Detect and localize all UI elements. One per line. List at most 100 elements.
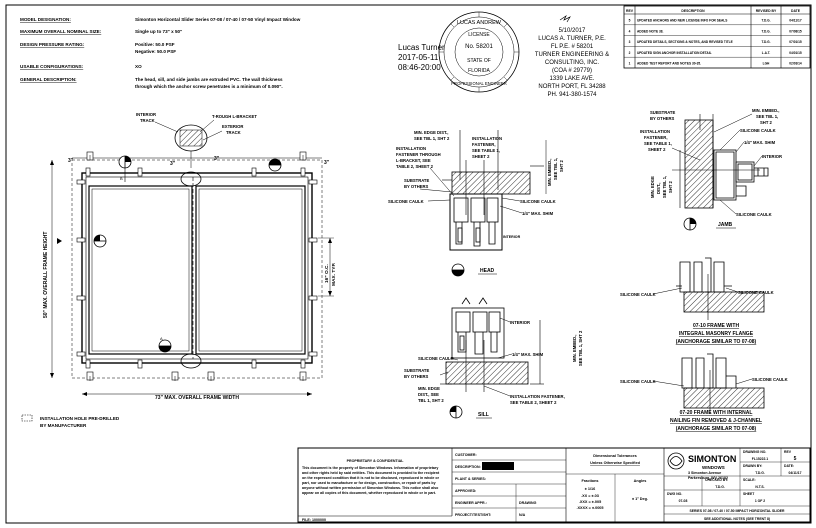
- seal-top-text: LUCAS ANDREW: [457, 20, 502, 26]
- field-plant-label: PLANT & SERIES:: [455, 477, 486, 481]
- sash-left: [88, 185, 193, 355]
- head-substrate: [451, 171, 531, 195]
- simonton-logo-icon: [667, 452, 685, 470]
- rev-row-3-rev: 3: [629, 40, 631, 44]
- digital-sign-time: 08:46-20:00: [398, 63, 441, 72]
- drawing-no-label: DRAWING NO.: [743, 450, 766, 454]
- rev-row-1-date: 02/03/14: [789, 62, 802, 66]
- sheet-title: SERIES 07-08 / 07-40 / 07-50 IMPACT HORI…: [690, 509, 786, 513]
- sill-detail: SILL INTERIOR SILICONE CAULK 1/4" MAX. S…: [404, 297, 583, 419]
- notice-line-6: appear on all copies of this document, w…: [302, 491, 436, 495]
- jamb-silicone-1: SILICONE CAULK: [740, 128, 776, 133]
- head-embed-1: MIN. EMBED.,: [547, 159, 552, 186]
- field-customer-label: CUSTOMER:: [455, 453, 477, 457]
- head-substrate-1: SUBSTRATE: [404, 178, 429, 183]
- head-install-thru-2: FASTENER THROUGH: [396, 152, 441, 157]
- section-marker-b: B: [118, 155, 132, 182]
- jamb-embed-3: SHT 2: [760, 120, 773, 125]
- notice-title: PROPRIETARY & CONFIDENTIAL: [347, 459, 405, 463]
- right-3in-dim: 3": [324, 160, 330, 166]
- rev-header-description: DESCRIPTION: [681, 9, 705, 13]
- sill-embed-2: SEE TBL 1, SHT 2: [578, 330, 583, 366]
- center-3in-dim-b: 3": [214, 156, 220, 162]
- rev-row-2-by: L.A.T.: [762, 51, 771, 55]
- brand-name: SIMONTON: [688, 454, 736, 464]
- configurations-value: XO: [135, 64, 142, 69]
- flange-b-title-2: NAILING FIN REMOVED & J-CHANNEL: [670, 418, 762, 424]
- configurations-label: USABLE CONFIGURATIONS:: [20, 64, 84, 69]
- rev-row-4-by: T.D.G.: [761, 29, 770, 33]
- head-substrate-2: BY OTHERS: [404, 184, 429, 189]
- sill-substrate-1: SUBSTRATE: [404, 368, 429, 373]
- rev-row-2-description: UPDATED SIGN ANCHOR INSTALLATION DETAIL: [637, 51, 712, 55]
- section-marker-right: [268, 158, 282, 172]
- rev-row-5-rev: 5: [629, 19, 631, 23]
- oc-spacing-label-1: 16" O.C.: [324, 264, 330, 283]
- engineer-street: 1339 LAKE AVE.: [550, 76, 595, 82]
- notice-line-4: part, nor used to manufacture or for des…: [302, 481, 436, 485]
- jamb-install-3: SEE TABLE 1,: [644, 141, 672, 146]
- rev-row-1-rev: 1: [629, 62, 631, 66]
- sill-substrate-2: BY OTHERS: [404, 374, 429, 379]
- positive-pressure-value: Positive: 50.0 PSF: [135, 42, 175, 47]
- field-project-label: PROJECT/TEST/SHT:: [455, 513, 491, 517]
- sill-embed-1: MIN. EMBED.,: [572, 335, 577, 362]
- jamb-edge-2: DIST.,: [656, 183, 661, 194]
- checked-by-label: CHECKED BY:: [705, 478, 728, 482]
- jamb-silicone-2: SILICONE CAULK: [736, 212, 772, 217]
- max-size-value: Single up to 73" x 50": [135, 29, 182, 34]
- rev-row-5-date: 04/11/17: [789, 19, 801, 23]
- sill-edge-2: DIST., SEE: [418, 392, 439, 397]
- scale-label: SCALE:: [743, 478, 756, 482]
- signature-date: 5/10/2017: [559, 28, 586, 34]
- head-embed-2: SEE TBL 1,: [553, 158, 558, 180]
- head-detail: HEAD MIN. EDGE DIST., SEE TBL 1, SHT 2 I…: [388, 130, 564, 277]
- engineer-company2: CONSULTING, INC.: [545, 60, 600, 66]
- exterior-track-label-1: EXTERIOR: [222, 124, 243, 129]
- tolerance-xx: .XX = ±.03: [581, 494, 599, 498]
- legend-line-1: INSTALLATION HOLE PRE-DRILLED: [40, 416, 120, 421]
- jamb-install-2: FASTENER,: [644, 135, 668, 140]
- checked-by-value: T.D.G.: [715, 485, 725, 489]
- rev-value: 5: [794, 456, 797, 462]
- rev-row-1-by: LGH: [763, 62, 770, 66]
- head-install-thru-4: TABLE 2, SHEET 2: [396, 164, 434, 169]
- seal-bottom-text: PROFESSIONAL ENGINEER: [451, 81, 506, 86]
- rev-row-5-by: T.D.G.: [761, 19, 770, 23]
- legend-line-2: BY MANUFACTURER: [40, 423, 87, 428]
- head-interior-label: INTERIOR: [503, 235, 521, 239]
- jamb-detail: JAMB SUBSTRATE BY OTHERS MIN. EMBED., SE…: [640, 108, 782, 231]
- height-dim-label: 50" MAX. OVERALL FRAME HEIGHT: [43, 232, 49, 318]
- head-silicone-left: SILICONE CAULK: [388, 199, 424, 204]
- head-silicone-right: SILICONE CAULK: [520, 199, 556, 204]
- file-label: FILE: 1000000: [302, 518, 326, 522]
- jamb-install-1: INSTALLATION: [640, 129, 670, 134]
- seal-florida-text: FLORIDA: [468, 68, 490, 74]
- company-address-2: Parkersburg, WV 26102: [688, 476, 728, 480]
- head-install-thru-1: INSTALLATION: [396, 146, 426, 151]
- flange-detail-a: SILICONE CAULK SILICONE CAULK 07-10 FRAM…: [620, 257, 774, 345]
- scale-value: N.T.S.: [755, 485, 764, 489]
- head-install-fast-1: INSTALLATION: [472, 136, 502, 141]
- head-title: HEAD: [480, 268, 495, 274]
- engineer-city: NORTH PORT, FL 34288: [538, 84, 606, 90]
- window-frame: [81, 172, 313, 364]
- jamb-edge-1: MIN. EDGE: [650, 176, 655, 198]
- section-marker-left: [93, 234, 107, 248]
- general-description-label: GENERAL DESCRIPTION:: [20, 77, 77, 82]
- sheet-border: [5, 4, 812, 524]
- flange-b-title-1: 07-20 FRAME WITH INTERNAL: [680, 410, 753, 416]
- tolerance-col-fractions: Fractions: [581, 479, 598, 483]
- model-designation-value: Simonton Horizontal Slider Series 07-08 …: [135, 17, 301, 22]
- rev-row-2-date: 04/01/15: [789, 51, 802, 55]
- tolerance-xxx: .XXX = ±.005: [579, 500, 601, 504]
- rev-row-4-rev: 4: [629, 29, 631, 33]
- sheet-label: SHEET: [743, 492, 755, 496]
- flange-b-caulk-left: SILICONE CAULK: [620, 379, 656, 384]
- tolerance-angle-value: ± 1° Deg.: [632, 497, 648, 501]
- flange-a-title-3: (ANCHORAGE SIMILAR TO 07-08): [676, 339, 757, 345]
- brand-sub: WINDOWS: [702, 465, 725, 470]
- legend-hole-symbol: [21, 414, 33, 422]
